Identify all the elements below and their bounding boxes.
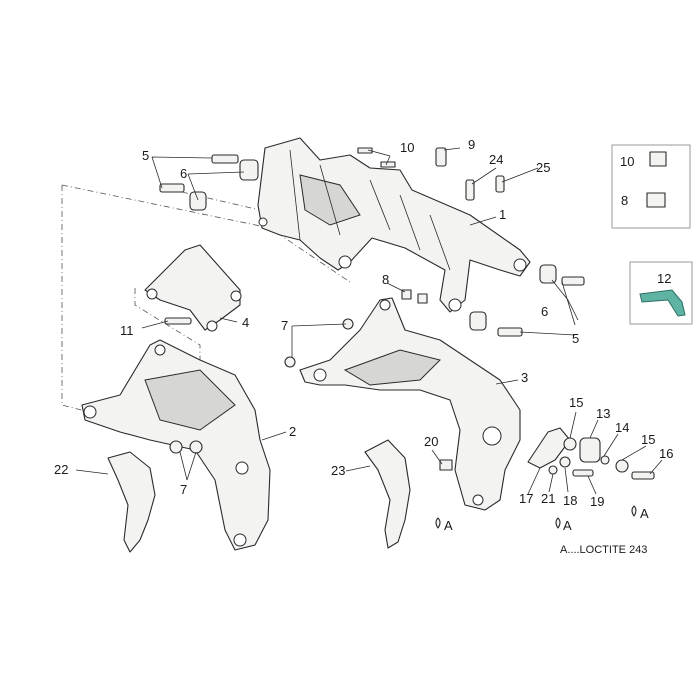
callout-23: 23: [331, 463, 345, 478]
callout-8-inset: 8: [621, 193, 628, 208]
loctite-letters: A A A: [444, 506, 649, 533]
callout-15-right: 15: [641, 432, 655, 447]
callout-6-right: 6: [541, 304, 548, 319]
loctite-marker-a-2: A: [563, 518, 572, 533]
callout-labels: 1 2 3 4 5 5 6 6 7 7 8 8 9 10 10 11 12 13…: [54, 137, 673, 509]
main-frame: [257, 137, 531, 313]
callout-24: 24: [489, 152, 503, 167]
loctite-markers: [435, 505, 637, 529]
loctite-marker-a-3: A: [640, 506, 649, 521]
callout-19: 19: [590, 494, 604, 509]
callout-17: 17: [519, 491, 533, 506]
inset-box-fasteners: [611, 144, 691, 229]
callout-15-left: 15: [569, 395, 583, 410]
callout-10-frame: 10: [400, 140, 414, 155]
callout-1: 1: [499, 207, 506, 222]
callout-25: 25: [536, 160, 550, 175]
left-side-cover: [107, 451, 156, 553]
callout-7-bottom: 7: [180, 482, 187, 497]
callout-18: 18: [563, 493, 577, 508]
upper-mount-bracket: [144, 244, 242, 332]
callout-16: 16: [659, 446, 673, 461]
callout-4: 4: [242, 315, 249, 330]
callout-6-top: 6: [180, 166, 187, 181]
inset-box-part-12: [629, 261, 693, 325]
swingarm: [299, 297, 521, 511]
leader-lines: [75, 147, 663, 495]
linkage-hardware: [527, 427, 655, 480]
callout-5-right: 5: [572, 331, 579, 346]
callout-12: 12: [657, 271, 671, 286]
right-side-cover: [364, 439, 411, 549]
callout-21: 21: [541, 491, 555, 506]
callout-9: 9: [468, 137, 475, 152]
callout-20: 20: [424, 434, 438, 449]
callout-11: 11: [120, 323, 134, 338]
loctite-legend: A....LOCTITE 243: [560, 544, 647, 556]
callout-7-top: 7: [281, 318, 288, 333]
callout-3: 3: [521, 370, 528, 385]
callout-2: 2: [289, 424, 296, 439]
bolts-and-bushings: [159, 147, 585, 471]
callout-8-frame: 8: [382, 272, 389, 287]
loctite-marker-a-1: A: [444, 518, 453, 533]
callout-22: 22: [54, 462, 68, 477]
callout-5-top: 5: [142, 148, 149, 163]
callout-14: 14: [615, 420, 629, 435]
callout-10-inset: 10: [620, 154, 634, 169]
callout-13: 13: [596, 406, 610, 421]
